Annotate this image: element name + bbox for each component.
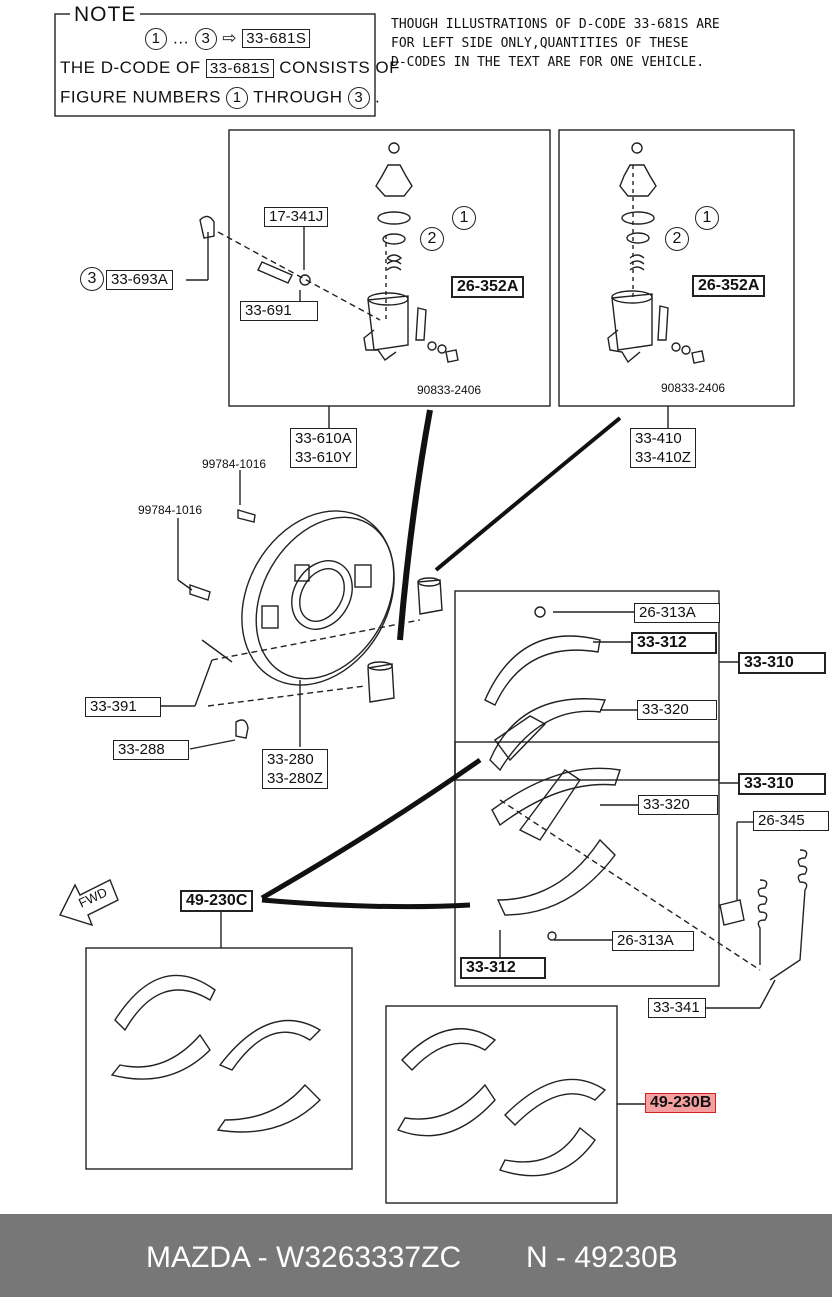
- connector-right-cylinder: [434, 416, 622, 572]
- part-33-310-top[interactable]: 33-310: [738, 652, 826, 674]
- part-33-693a[interactable]: 33-693A: [106, 270, 173, 290]
- wheel-cylinder-right: [607, 142, 705, 364]
- lower-shoe-panel: [454, 741, 720, 987]
- kit-b-shoe-2: [396, 1083, 496, 1137]
- cylinder-on-plate-lower: [367, 663, 395, 703]
- part-33-320-bottom[interactable]: 33-320: [638, 795, 718, 815]
- part-33-288[interactable]: 33-288: [113, 740, 189, 760]
- footer-bar: MAZDA - W3263337ZC N - 49230B: [0, 1214, 832, 1297]
- cylinder-on-plate-upper: [417, 579, 443, 615]
- note-line3-to: 3: [347, 87, 370, 109]
- part-17-341j[interactable]: 17-341J: [264, 207, 329, 227]
- part-26-313a-top[interactable]: 26-313A: [634, 603, 720, 623]
- note-range-code: 33-681S: [242, 29, 311, 49]
- note-line2-suffix: CONSISTS OF: [279, 58, 401, 77]
- note-line2-prefix: THE D-CODE OF: [60, 58, 201, 77]
- part-33-320-top[interactable]: 33-320: [637, 700, 717, 720]
- kit-c-lining-4: [216, 1083, 321, 1133]
- disclaimer-text: THOUGH ILLUSTRATIONS OF D-CODE 33-681S A…: [391, 17, 720, 70]
- connector-lower-shoes: [261, 897, 471, 910]
- spring-1: [757, 879, 768, 965]
- part-26-352a-right[interactable]: 26-352A: [692, 275, 766, 297]
- kit-c-lining-2: [110, 1033, 211, 1080]
- part-26-352a-left[interactable]: 26-352A: [451, 276, 525, 298]
- note-line3-prefix: FIGURE NUMBERS: [60, 87, 221, 107]
- callout-1-left: 1: [452, 206, 476, 230]
- note-box: [54, 13, 376, 117]
- note-range-end: 3: [194, 28, 217, 50]
- note-range-start: 1: [145, 28, 167, 50]
- part-33-312-top[interactable]: 33-312: [631, 632, 717, 654]
- note-line3-end: .: [375, 87, 381, 107]
- note-line-2: THE D-CODE OF 33-681S CONSISTS OF: [60, 58, 400, 78]
- note-title: NOTE: [70, 3, 141, 27]
- wheel-cylinder-left: [363, 142, 459, 363]
- part-99784-1016-a[interactable]: 99784-1016: [202, 457, 267, 471]
- part-49-230c[interactable]: 49-230C: [180, 890, 254, 912]
- part-26-345[interactable]: 26-345: [753, 811, 829, 831]
- part-33-341[interactable]: 33-341: [648, 998, 706, 1018]
- bleeder-screw-part: [199, 215, 311, 286]
- shoe-lining-upper: [484, 635, 601, 706]
- connector-left-cylinder: [397, 409, 433, 641]
- callout-1-right: 1: [695, 206, 719, 230]
- part-90833-2406-right[interactable]: 90833-2406: [661, 381, 726, 395]
- footer-code: N - 49230B: [526, 1241, 678, 1274]
- note-line3-mid: THROUGH: [253, 87, 343, 107]
- kit-b-shoe-3: [504, 1078, 607, 1126]
- upper-shoe-panel: [454, 590, 720, 781]
- part-33-410[interactable]: 33-410 33-410Z: [630, 428, 696, 468]
- shoe-upper: [489, 698, 607, 772]
- note-line3-from: 1: [226, 87, 249, 109]
- kit-c-lining-3: [218, 1019, 322, 1071]
- connector-upper-shoes: [260, 757, 482, 901]
- part-33-691[interactable]: 33-691: [240, 301, 318, 321]
- right-cylinder-panel: [558, 129, 795, 407]
- part-33-391[interactable]: 33-391: [85, 697, 161, 717]
- note-line-3: FIGURE NUMBERS 1 THROUGH 3 .: [60, 87, 380, 109]
- kit-panel-c: [85, 947, 353, 1170]
- part-26-313a-bottom[interactable]: 26-313A: [612, 931, 694, 951]
- callout-3: 3: [80, 267, 104, 291]
- part-90833-2406-left[interactable]: 90833-2406: [417, 383, 482, 397]
- backing-plate: [189, 509, 395, 739]
- adjuster-block: [719, 899, 745, 926]
- kit-c-lining-1: [114, 974, 216, 1032]
- shoe-lining-lower: [496, 838, 616, 916]
- part-49-230b-highlighted[interactable]: 49-230B: [645, 1093, 717, 1113]
- callout-2-right: 2: [665, 227, 689, 251]
- fwd-arrow-shape: [59, 879, 119, 927]
- kit-b-shoe-4: [499, 1126, 596, 1177]
- callout-2-left: 2: [420, 227, 444, 251]
- note-range-line: 1 … 3 ⇨ 33-681S: [145, 28, 311, 50]
- part-33-610a[interactable]: 33-610A 33-610Y: [290, 428, 357, 468]
- kit-panel-b: [385, 1005, 618, 1204]
- kit-b-shoe-1: [401, 1028, 497, 1072]
- part-33-310-bottom[interactable]: 33-310: [738, 773, 826, 795]
- spring-2: [769, 849, 808, 981]
- part-33-280[interactable]: 33-280 33-280Z: [262, 749, 328, 789]
- part-33-312-bottom[interactable]: 33-312: [460, 957, 546, 979]
- left-cylinder-panel: [228, 129, 551, 407]
- shoe-lower: [491, 767, 621, 827]
- note-line2-code: 33-681S: [205, 59, 275, 78]
- footer-part-number: MAZDA - W3263337ZC: [146, 1241, 462, 1274]
- part-99784-1016-b[interactable]: 99784-1016: [138, 503, 203, 517]
